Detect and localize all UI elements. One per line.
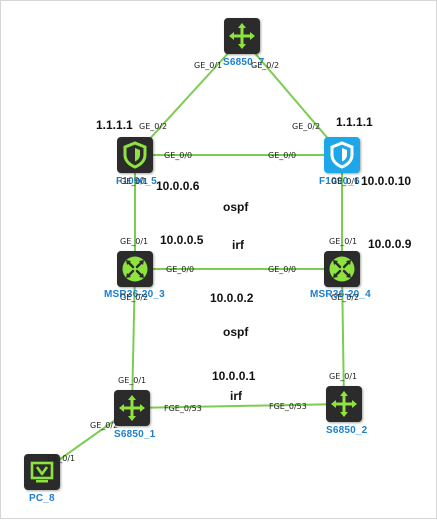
label-s6850-2: S6850_2 bbox=[326, 425, 368, 436]
link-s1-s2[interactable] bbox=[131, 403, 345, 409]
label-msr-3: MSR36-20_3 bbox=[104, 289, 165, 300]
firewall-f1090-5[interactable] bbox=[117, 137, 153, 173]
port-label: GE_0/1 bbox=[118, 376, 147, 385]
switch-s6850-7[interactable] bbox=[224, 18, 260, 54]
router-msr36-20-3[interactable] bbox=[117, 251, 153, 287]
port-label: GE_0/2 bbox=[292, 122, 321, 131]
port-label: GE_0/0 bbox=[268, 265, 297, 274]
annotation-m4-ip: 10.0.0.9 bbox=[368, 237, 412, 251]
switch-icon bbox=[119, 395, 145, 421]
annotation-f5-loopback: 1.1.1.1 bbox=[96, 118, 133, 132]
annotation-m-vip: 10.0.0.2 bbox=[210, 291, 254, 305]
switch-s6850-1[interactable] bbox=[114, 390, 150, 426]
shield-icon bbox=[330, 141, 354, 169]
label-pc-8: PC_8 bbox=[29, 493, 55, 504]
switch-s6850-2[interactable] bbox=[326, 386, 362, 422]
port-label: GE_0/1 bbox=[194, 61, 223, 70]
annotation-f6-ip: 10.0.0.10 bbox=[361, 174, 412, 188]
annotation-f5-ip: 10.0.0.6 bbox=[156, 179, 200, 193]
firewall-f1090-6[interactable] bbox=[324, 137, 360, 173]
label-s6850-7: S6850_7 bbox=[223, 57, 265, 68]
port-label: GE_0/1 bbox=[47, 454, 76, 463]
router-msr36-20-4[interactable] bbox=[324, 251, 360, 287]
link-m3-s1[interactable] bbox=[131, 268, 136, 409]
label-s6850-1: S6850_1 bbox=[114, 429, 156, 440]
pc-8[interactable] bbox=[24, 454, 60, 490]
label-f1090-6: F1090_6 bbox=[319, 176, 360, 187]
annotation-m3-ip: 10.0.0.5 bbox=[160, 233, 204, 247]
port-label: GE_0/1 bbox=[329, 372, 358, 381]
annotation-ospf-top: ospf bbox=[223, 200, 249, 214]
port-label: FGE_0/53 bbox=[164, 404, 202, 413]
port-label: GE_0/0 bbox=[268, 151, 297, 160]
link-m4-s2[interactable] bbox=[341, 268, 345, 405]
port-label: GE_0/1 bbox=[331, 177, 360, 186]
link-s7-f6[interactable] bbox=[241, 37, 343, 156]
port-label: GE_0/1 bbox=[120, 177, 149, 186]
port-label: GE_0/2 bbox=[251, 61, 280, 70]
annotation-ospf-bottom: ospf bbox=[223, 325, 249, 339]
port-label: FGE_0/53 bbox=[269, 402, 307, 411]
annotation-s-vip: 10.0.0.1 bbox=[212, 369, 256, 383]
port-label: GE_0/0 bbox=[164, 151, 193, 160]
switch-icon bbox=[331, 391, 357, 417]
port-label: GE_0/2 bbox=[120, 293, 149, 302]
annotation-irf-top: irf bbox=[232, 238, 244, 252]
port-label: GE_0/2 bbox=[90, 421, 119, 430]
annotation-irf-bottom: irf bbox=[230, 389, 242, 403]
switch-icon bbox=[229, 23, 255, 49]
port-label: GE_0/0 bbox=[166, 265, 195, 274]
port-label: GE_0/2 bbox=[331, 293, 360, 302]
router-icon bbox=[329, 256, 355, 282]
label-f1090-5: F1090_5 bbox=[116, 176, 157, 187]
link-s7-f5[interactable] bbox=[134, 37, 243, 156]
label-msr-4: MSR36-20_4 bbox=[310, 289, 371, 300]
monitor-icon bbox=[30, 461, 54, 483]
port-label: GE_0/1 bbox=[120, 237, 149, 246]
port-label: GE_0/2 bbox=[139, 122, 168, 131]
shield-icon bbox=[123, 141, 147, 169]
port-label: GE_0/1 bbox=[329, 237, 358, 246]
router-icon bbox=[122, 256, 148, 282]
annotation-f6-loopback: 1.1.1.1 bbox=[336, 115, 373, 129]
